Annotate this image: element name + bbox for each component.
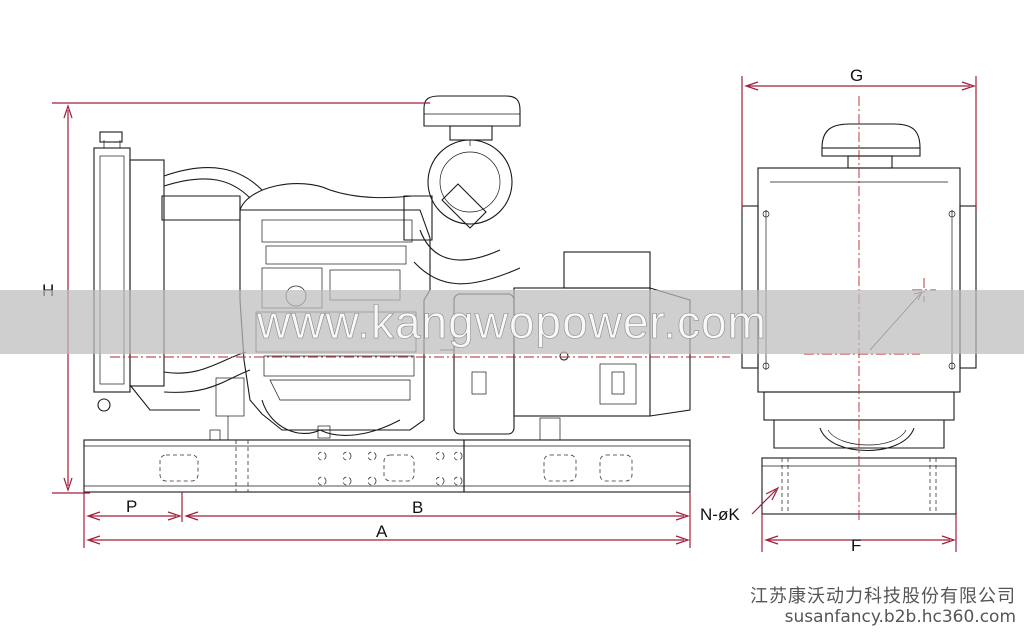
site-url: susanfancy.b2b.hc360.com [784, 607, 1016, 627]
side-view [83, 95, 730, 493]
holes-label: N-øK [700, 505, 740, 524]
watermark-band: www.kangwopower.com [0, 290, 1024, 354]
offset-label: P [126, 497, 137, 516]
base-label: B [412, 498, 423, 517]
company-name: 江苏康沃动力科技股份有限公司 [750, 586, 1016, 607]
base-width-label: F [851, 536, 861, 555]
mounting-holes [317, 451, 463, 486]
width-label: G [850, 66, 863, 85]
length-label: A [376, 522, 388, 541]
front-view-dimensions: G F N-øK [700, 66, 977, 555]
watermark-text: www.kangwopower.com [256, 296, 767, 348]
